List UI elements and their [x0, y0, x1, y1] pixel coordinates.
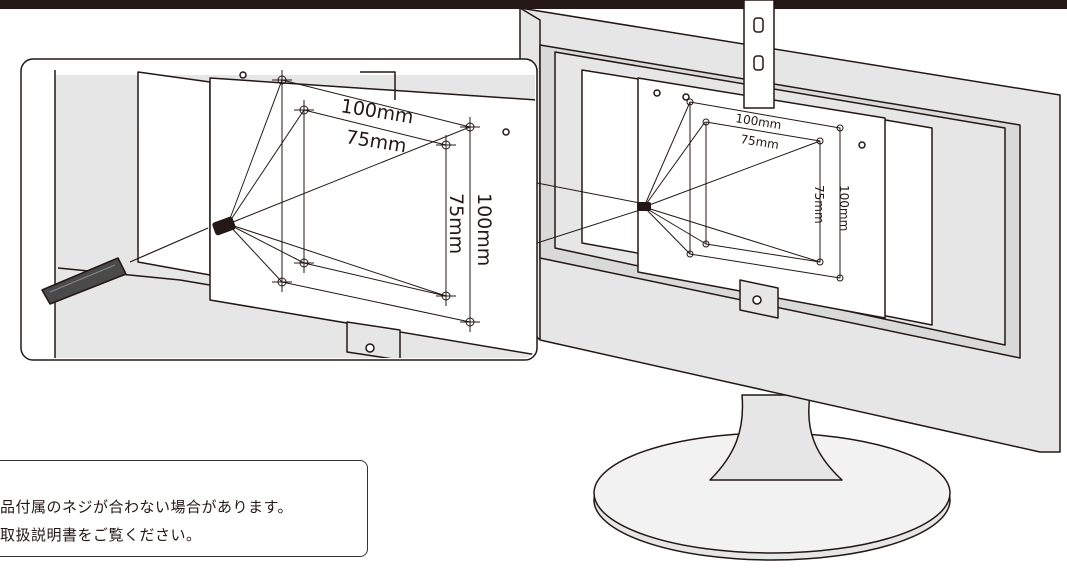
zoom-screw-lines: [227, 79, 471, 297]
top-bar: [0, 0, 1067, 9]
monitor-screw-lines: [643, 101, 821, 263]
note-line-1: 品付属のネジが合わない場合があります。: [0, 498, 294, 516]
monitor-stand-neck: [709, 394, 843, 481]
monitor-label-w-inner: 75mm: [740, 132, 780, 152]
zoom-detail: 100mm 75mm 75mm 100mm: [20, 58, 538, 361]
monitor: [519, 0, 1061, 561]
zoom-label-h-inner: 75mm: [445, 193, 467, 254]
zoom-label-h-outer: 100mm: [473, 193, 495, 266]
zoom-mount-plate: [209, 77, 535, 356]
monitor-screw: [637, 202, 651, 211]
note-line-2: 取扱説明書をご覧ください。: [0, 526, 202, 544]
zoom-connector: [536, 182, 641, 244]
zoom-crosshairs: [272, 70, 480, 332]
screwdriver: [41, 227, 209, 305]
monitor-label-h-outer: 100mm: [837, 185, 851, 231]
monitor-label-h-inner: 75mm: [812, 185, 826, 224]
monitor-crosshairs: [686, 98, 844, 282]
monitor-pole: [743, 0, 775, 109]
note-box: [0, 460, 368, 557]
